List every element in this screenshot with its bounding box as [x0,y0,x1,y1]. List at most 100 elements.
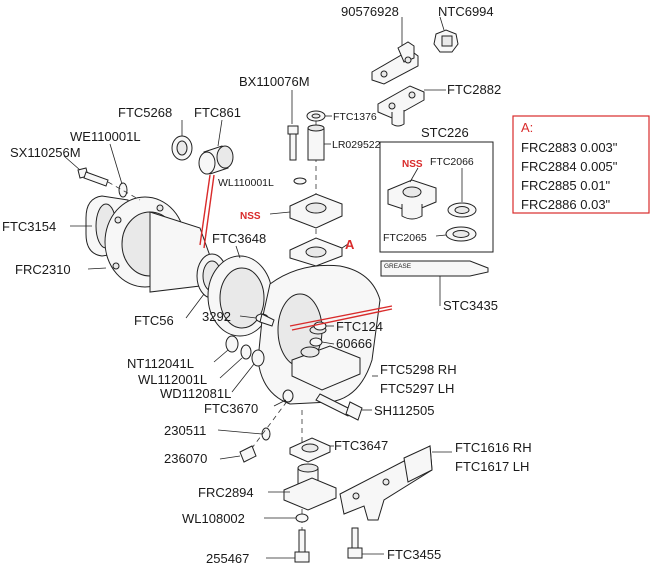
seals [185,245,273,337]
shim-box-frame [512,115,650,214]
label-ftc3455: FTC3455 [387,547,441,562]
steering-arm [339,445,452,559]
label-ftc861: FTC861 [194,105,241,120]
upper-housing-bore [305,202,327,214]
pin-frc2894-flange [283,477,337,511]
bolt-axis [107,181,141,201]
label-nt112041l: NT112041L [127,356,194,371]
inset-leader [435,234,447,237]
label-ftc1616: FTC1616 RH [455,440,532,455]
leader-wd112081l [231,363,255,393]
leader-nt112041l [213,349,229,363]
shim-row: FRC2883 0.003" [521,140,618,155]
pin-3292-body [259,313,275,327]
washer-wl108002 [295,513,309,523]
leader-sx110256m [63,155,81,171]
label-ftc56: FTC56 [134,313,174,328]
label-wl112001l: WL112001L [138,372,207,387]
arm-hole [382,478,390,486]
red-pointer [291,308,393,331]
label-ftc3154: FTC3154 [2,219,56,234]
label-sh112505: SH112505 [374,403,434,418]
label-lr029522: LR029522 [332,139,381,151]
leader-a [341,243,349,249]
bush-top [307,124,325,132]
pin-frc2894-top [297,463,319,473]
bearing-ftc861-back [216,145,234,169]
inset-stc226: STC226 NSS FTC2066 FTC2065 [379,125,494,253]
lower-stack [264,410,337,563]
race-ftc5268-bore [176,140,188,156]
label-236070: 236070 [164,451,207,466]
label-ntc6994: NTC6994 [438,4,494,19]
bush-lr029522 [307,127,325,161]
bearing-ftc861-face [198,151,216,175]
label-3292: 3292 [202,309,231,324]
inset-title: STC226 [421,125,469,140]
label-wd112081l: WD112081L [160,386,231,401]
shim-row: FRC2886 0.03" [521,197,611,212]
label-nss: NSS [240,211,261,222]
red-pointer [203,174,215,249]
swivel-housing [257,264,393,421]
bolt-ftc3455-head [347,547,363,559]
shim-row: FRC2885 0.01" [521,178,611,193]
label-wl110001l: WL110001L [218,177,274,189]
bolt-bx110076m-shank [289,133,297,161]
bolt-bx110076m-head [287,125,299,135]
washer-wd112081l [251,349,265,367]
label-ftc1376: FTC1376 [333,111,377,123]
top-brackets [371,16,459,127]
leader-wl112001l [219,357,243,379]
leader-ftc56 [185,293,205,319]
bolt-sh112505-head [345,401,363,421]
washer-we110001l [118,182,128,198]
label-90576928: 90576928 [341,4,399,19]
small-fixings [213,313,294,463]
bracket-ftc2882-stem [391,110,405,127]
bolt-255467-shank [298,529,306,553]
label-wl108002: WL108002 [182,511,245,526]
nut-nt112041l [225,335,239,353]
leader-3292 [239,315,257,319]
leader-60666 [321,341,335,345]
flange-hole [112,262,120,270]
grease-tube-body [380,260,489,277]
shim-a-bore [305,246,327,258]
ring-60666 [309,337,323,347]
label-ftc3647: FTC3647 [334,438,388,453]
red-pointer [289,305,393,327]
shim-ftc3647-bore [301,443,319,453]
inset-flange-boss [401,204,423,220]
bolt-sh112505-shank [315,393,353,417]
washer-ftc1376-bore [311,113,321,119]
label-stc3435: STC3435 [443,298,498,313]
flange-hole [114,216,122,224]
bracket-90576928-lug [397,41,415,63]
shim-row: FRC2884 0.005" [521,159,618,174]
label-ftc3670: FTC3670 [204,401,258,416]
label-ftc124: FTC124 [336,319,383,334]
inset-bearing-bore [452,230,470,238]
label-frc2894: FRC2894 [198,485,254,500]
fixing-axis [245,399,289,457]
label-ftc5298: FTC5298 RH [380,362,457,377]
grease-label: GREASE [384,263,412,270]
bracket-hole [408,91,416,99]
flange-hole [156,204,164,212]
center-stack [269,90,349,290]
label-bx110076m: BX110076M [239,74,310,89]
leader-ftc861 [217,119,223,147]
housing-boss [300,346,320,358]
label-ftc1617: FTC1617 LH [455,459,529,474]
inset-ftc2066-label: FTC2066 [430,156,474,168]
bearings [171,119,234,249]
washer-wl112001l [240,344,252,360]
shim-box-title: A: [521,120,533,135]
gasket-ftc3648-bore [219,267,265,329]
label-ftc2882: FTC2882 [447,82,501,97]
leader-ftc3648 [235,245,241,259]
label-ftc3648: FTC3648 [212,231,266,246]
label-frc2310: FRC2310 [15,262,71,277]
bracket-hole [404,56,412,64]
